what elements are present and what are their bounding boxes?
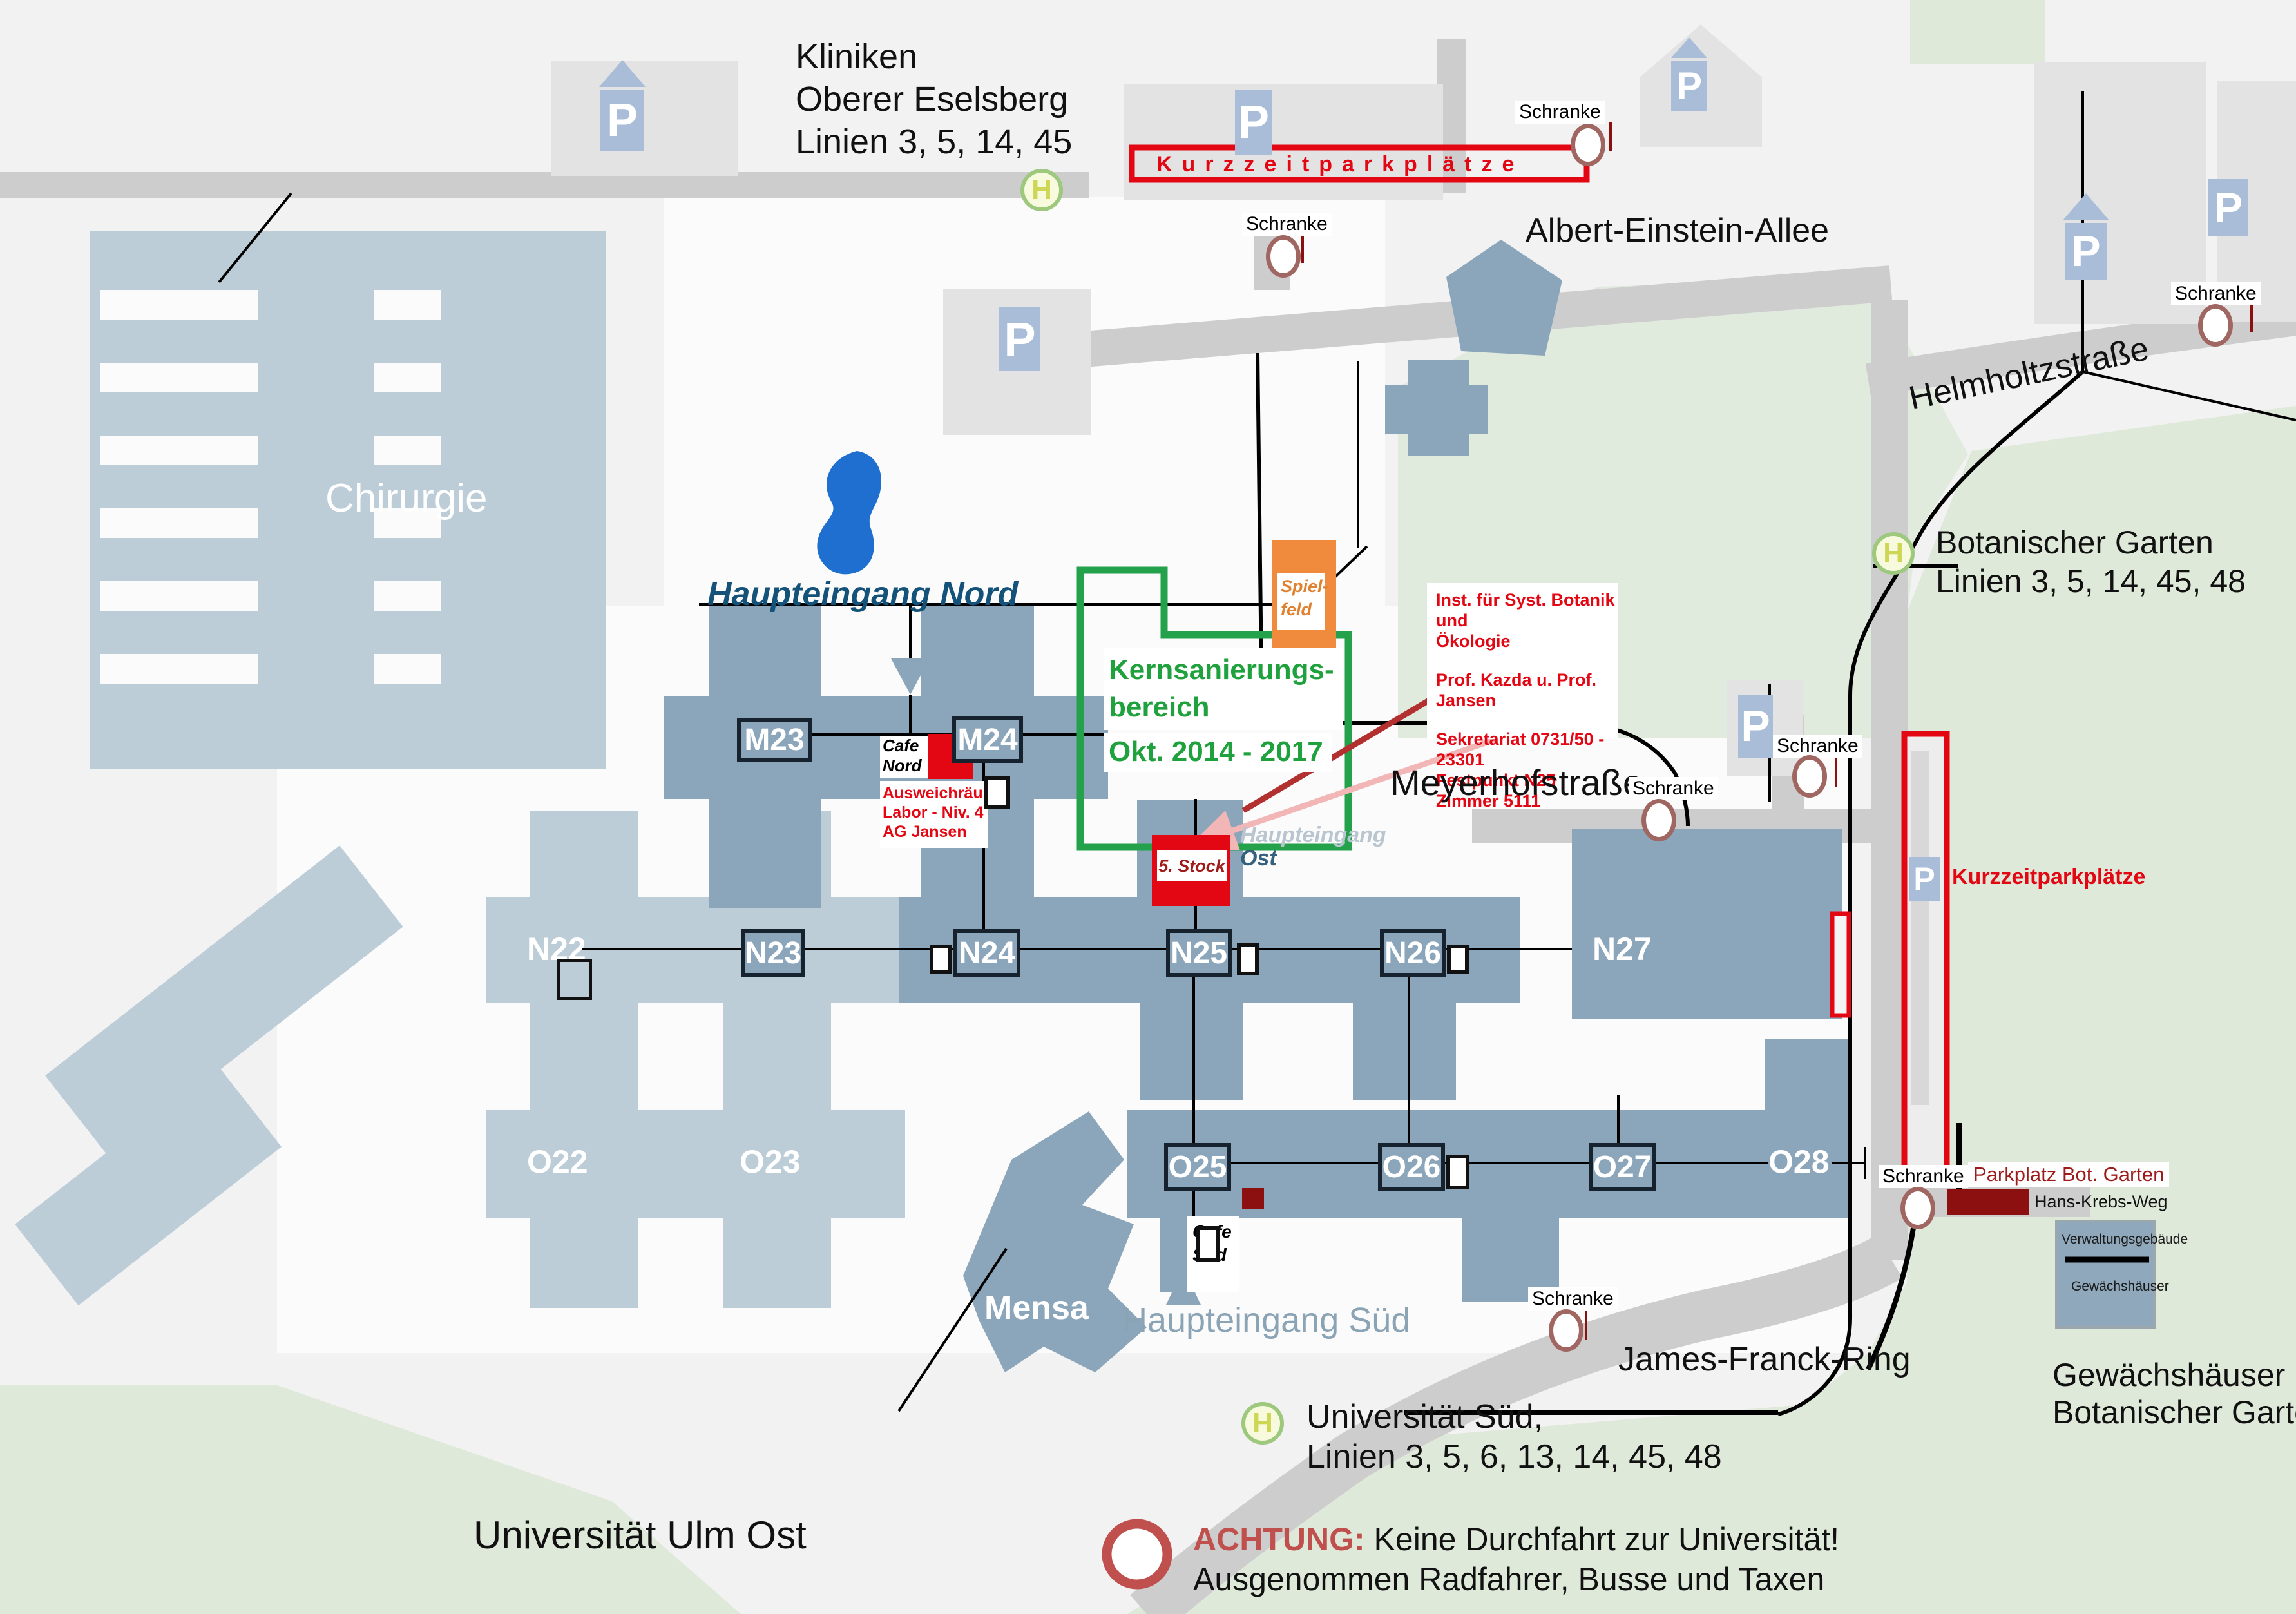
street-meyerhofstrasse: Meyerhofstraße [1390, 762, 1643, 803]
green-area-southwest [0, 1385, 741, 1614]
building-label-o22: O22 [527, 1144, 588, 1180]
gate-icon [2198, 304, 2233, 347]
building-label-n23: N23 [741, 929, 805, 977]
inst-arrow-light [1226, 736, 1496, 836]
chirurgie-slots [100, 290, 441, 684]
building-label-o27: O27 [1589, 1143, 1656, 1191]
spielfeld-label-bg [1277, 573, 1325, 630]
building-label-m24: M24 [952, 716, 1023, 763]
map-marker-square [1196, 1226, 1220, 1262]
cafe-nord-label: Cafe Nord [880, 736, 932, 778]
building-label-m23: M23 [737, 718, 812, 762]
building-label-n26: N26 [1380, 929, 1446, 977]
building-label-n24: N24 [953, 929, 1020, 977]
parking-roof-shape [1671, 37, 1707, 58]
kurzzeit-right-label: Kurzzeitparkplätze [1952, 865, 2146, 889]
kernsanierung-dates: Okt. 2014 - 2017 [1104, 733, 1332, 772]
kernsanierung-outline [1076, 566, 1352, 851]
map-marker-outline-square [557, 959, 592, 1000]
map-marker-red-square [1242, 1188, 1264, 1209]
map-marker-square [930, 945, 952, 974]
parking-icon: P [1738, 695, 1773, 758]
haupteingang-sued-label: Haupteingang Süd [1122, 1301, 1411, 1340]
bus-stop-icon: H [1241, 1402, 1284, 1445]
achtung-note: ACHTUNG: Keine Durchfahrt zur Universitä… [1193, 1521, 1840, 1597]
institute-info-box: Inst. für Syst. Botanik und Ökologie Pro… [1427, 583, 1618, 811]
mensa-label: Mensa [984, 1289, 1089, 1327]
gate-icon [1900, 1187, 1935, 1229]
gate-icon [1549, 1309, 1583, 1352]
building-label-o23: O23 [740, 1144, 801, 1180]
page-title: Universität Ulm Ost [474, 1513, 807, 1557]
gate-icon [1571, 124, 1605, 166]
gate-label: Schranke [1515, 101, 1605, 124]
pond [817, 451, 882, 575]
bus-stop-icon: H [1872, 532, 1915, 575]
gate-label: Schranke [2171, 282, 2261, 305]
arrow-haupteingang-nord [891, 658, 930, 695]
building-chirurgie-label: Chirurgie [325, 476, 488, 521]
green-area-east [1127, 406, 2296, 1614]
building-label-o28: O28 [1768, 1144, 1830, 1180]
parking-garage-icon: P [599, 60, 646, 151]
stock5-label: 5. Stock [1157, 850, 1227, 881]
achtung-head: ACHTUNG: [1193, 1521, 1365, 1557]
parkplatz-bot-garten-label: Parkplatz Bot. Garten [1968, 1162, 2170, 1187]
gewaechshaeuser-bot-label: Gewächshäuser Botanischer Garten [2052, 1357, 2296, 1430]
universitaet-sued-label: Universität Süd, Linien 3, 5, 6, 13, 14,… [1306, 1398, 1722, 1475]
ausweichraeume-label: Ausweichräume Labor - Niv. 4 AG Jansen [880, 781, 1006, 848]
gate-icon [1641, 799, 1676, 841]
parking-icon: P [1235, 90, 1272, 155]
map-marker-square [984, 776, 1010, 809]
building-label-n25: N25 [1166, 929, 1232, 977]
building-label-o26: O26 [1378, 1143, 1445, 1191]
green-patch-top [1910, 0, 2045, 64]
gate-label: Schranke [1773, 735, 1862, 758]
map-marker-square [1237, 943, 1259, 975]
parking-roof-shape [2063, 193, 2109, 220]
map-marker-square [1447, 945, 1469, 974]
gate-label: Schranke [1629, 777, 1718, 800]
no-entry-icon [1102, 1519, 1172, 1590]
street-james-franck-ring: James-Franck-Ring [1618, 1341, 1911, 1378]
parking-garage-icon: P [1671, 37, 1707, 111]
arrow-haupteingang-sued [1166, 1268, 1201, 1305]
haupteingang-ost-label: Haupteingang Ost [1240, 823, 1386, 870]
parking-garage-icon: P [2063, 193, 2109, 280]
verwaltungsgebaeude-label: Verwaltungsgebäude [2062, 1232, 2188, 1247]
gate-icon [1266, 235, 1301, 278]
buildings-light [15, 231, 905, 1308]
haupteingang-nord-label: Haupteingang Nord [707, 575, 1019, 613]
street-hans-krebs-weg: Hans-Krebs-Weg [2034, 1192, 2168, 1211]
spielfeld-label: Spiel- feld [1281, 577, 1328, 619]
gate-label: Schranke [1528, 1287, 1618, 1311]
gewaechshaeuser-small-label: Gewächshäuser [2071, 1279, 2169, 1294]
building-label-n27: N27 [1593, 931, 1652, 967]
kurzzeit-right-strip-inner [1911, 751, 1929, 1105]
parking-icon: P [1909, 857, 1940, 901]
gate-icon [1792, 755, 1827, 798]
parkplatz-bot-garten-area [1947, 1189, 2029, 1215]
kurzzeit-top-label: Kurzzeitparkplätze [1156, 152, 1524, 177]
botanischer-garten-label: Botanischer Garten Linien 3, 5, 14, 45, … [1936, 524, 2246, 599]
gate-label: Schranke [1242, 213, 1332, 236]
map-marker-square [1446, 1155, 1469, 1189]
verwaltung-building [2055, 1220, 2156, 1329]
gate-label: Schranke [1879, 1165, 1968, 1188]
street-albert-einstein-allee: Albert-Einstein-Allee [1526, 212, 1830, 249]
parking-icon: P [2208, 179, 2248, 236]
gate-ticks [1301, 122, 2253, 1340]
parking-roof-shape [599, 60, 646, 87]
n27-red-marker [1830, 911, 1851, 1018]
parking-icon: P [999, 307, 1040, 371]
building-label-o25: O25 [1164, 1143, 1231, 1191]
kliniken-label: Kliniken Oberer Eselsberg Linien 3, 5, 1… [796, 37, 1073, 161]
kernsanierung-label: Kernsanierungs- bereich [1104, 648, 1343, 730]
bus-stop-icon: H [1020, 169, 1063, 211]
inst-arrow-dark [1241, 693, 1439, 813]
